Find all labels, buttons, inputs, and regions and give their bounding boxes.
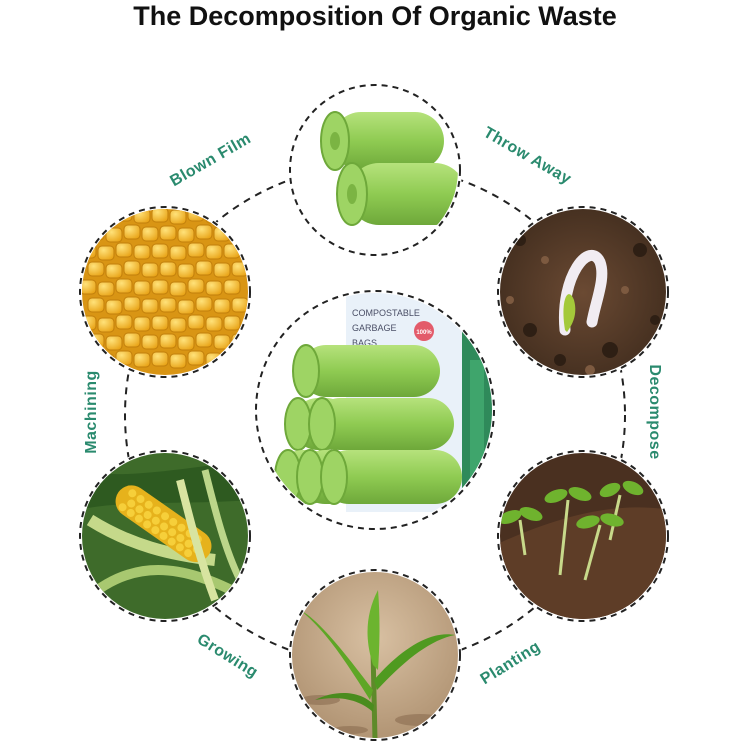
page-title: The Decomposition Of Organic Waste <box>133 1 617 31</box>
package-line-2: GARBAGE <box>352 323 397 333</box>
seedlings-in-soil-photo <box>496 449 670 623</box>
stage-label-planting: Planting <box>478 638 544 688</box>
corn-kernels-photo <box>78 205 252 379</box>
package-badge <box>414 321 434 341</box>
sprouting-seed-photo <box>496 205 670 379</box>
stage-label-blown-film: Blown Film <box>167 130 254 190</box>
package-badge-text: 100% <box>416 330 432 336</box>
stage-label-machining: Machining <box>83 370 100 454</box>
compostable-bags-product-photo: COMPOSTABLE GARBAGE BAGS 100% <box>254 289 496 531</box>
stage-label-throw-away: Throw Away <box>480 124 574 188</box>
stage-label-decompose: Decompose <box>646 364 663 459</box>
young-corn-plant-photo <box>288 568 462 742</box>
corn-cob-photo <box>78 449 252 623</box>
stage-label-growing: Growing <box>194 631 261 682</box>
package-line-3: BAGS <box>352 338 377 348</box>
green-bag-rolls-photo <box>288 83 462 257</box>
package-line-1: COMPOSTABLE <box>352 308 420 318</box>
